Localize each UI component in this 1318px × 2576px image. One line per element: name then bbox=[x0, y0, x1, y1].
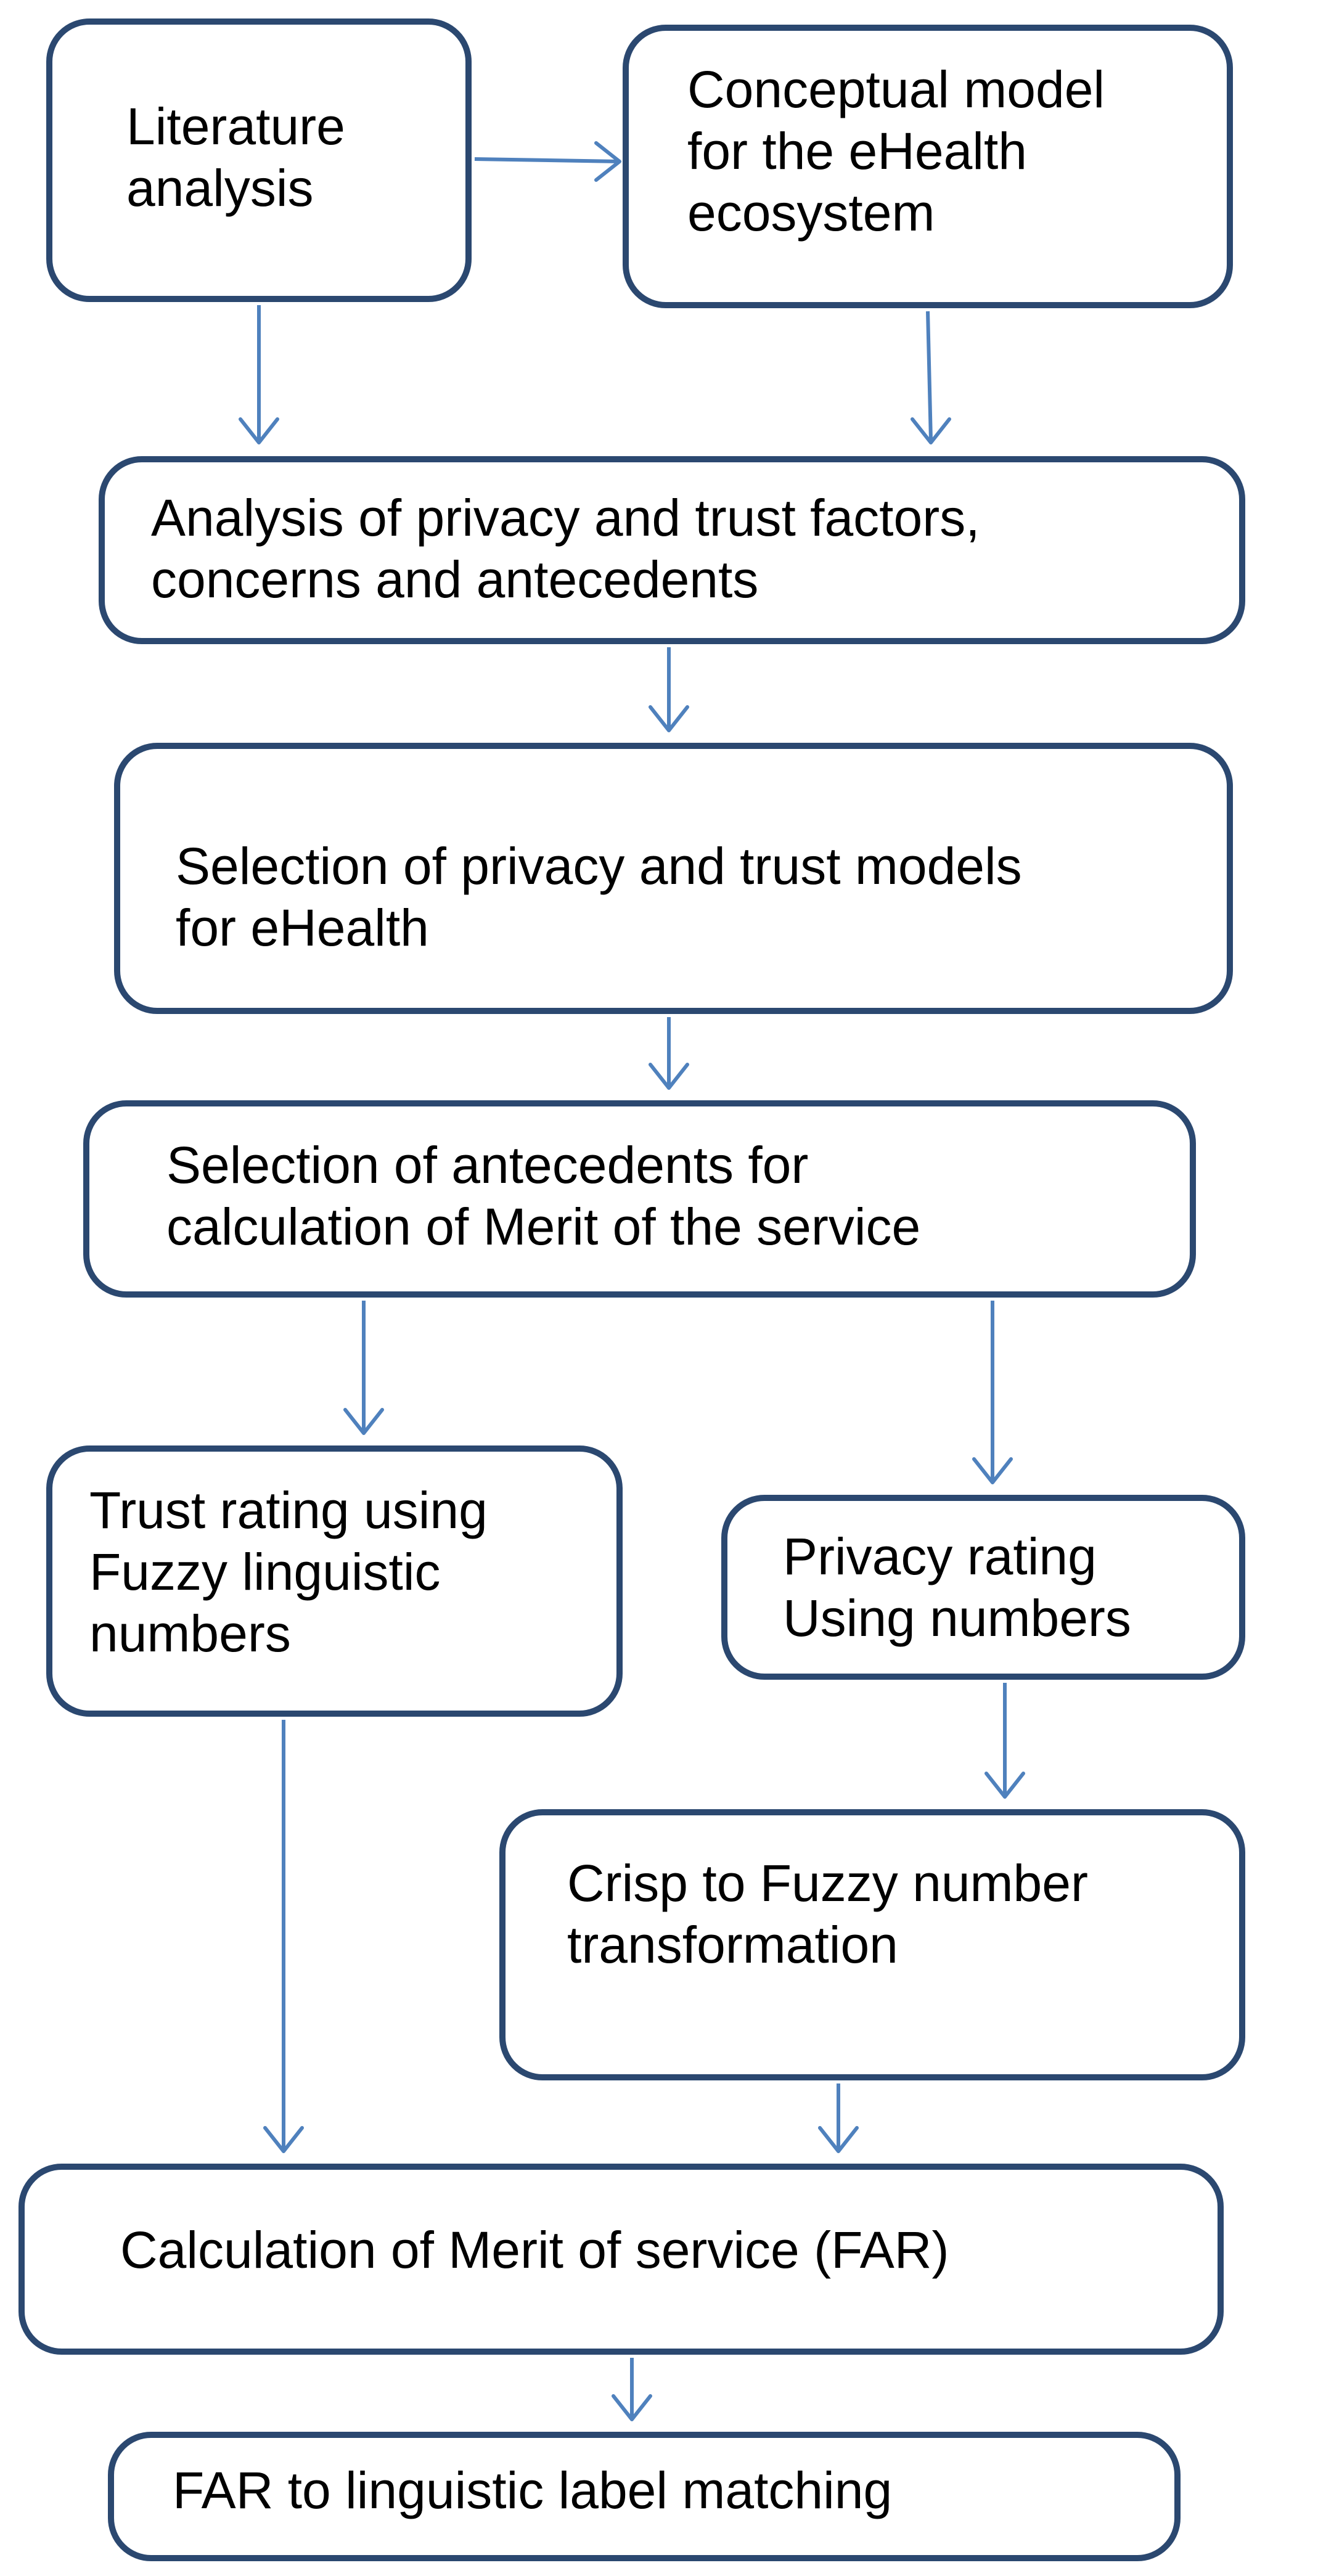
node-trust-rating: Trust rating using Fuzzy linguistic numb… bbox=[46, 1445, 623, 1717]
node-literature-analysis: Literature analysis bbox=[46, 18, 472, 302]
node-far-label-matching: FAR to linguistic label matching bbox=[108, 2432, 1181, 2561]
arrow-analysis-to-selection_models bbox=[649, 647, 689, 732]
node-merit-calculation: Calculation of Merit of service (FAR) bbox=[18, 2164, 1224, 2355]
arrow-selection_antecedents-to-privacy_rating bbox=[972, 1301, 1013, 1484]
node-privacy-trust-analysis: Analysis of privacy and trust factors, c… bbox=[99, 456, 1245, 644]
arrow-line bbox=[474, 157, 620, 163]
node-far-label-matching-label: FAR to linguistic label matching bbox=[173, 2461, 893, 2519]
node-conceptual-model: Conceptual model for the eHealth ecosyst… bbox=[623, 25, 1233, 308]
arrowhead-icon bbox=[612, 2394, 652, 2421]
node-privacy-trust-analysis-label: Analysis of privacy and trust factors, c… bbox=[151, 489, 980, 608]
node-privacy-rating-label: Privacy rating Using numbers bbox=[783, 1527, 1131, 1647]
node-conceptual-model-label: Conceptual model for the eHealth ecosyst… bbox=[687, 60, 1105, 242]
node-antecedent-selection: Selection of antecedents for calculation… bbox=[83, 1100, 1196, 1298]
arrow-privacy_rating-to-crisp_fuzzy bbox=[984, 1683, 1025, 1799]
arrowhead-icon bbox=[239, 417, 279, 444]
arrow-conceptual-to-analysis bbox=[911, 311, 951, 444]
node-merit-calculation-label: Calculation of Merit of service (FAR) bbox=[120, 2221, 949, 2279]
arrow-selection_antecedents-to-trust_rating bbox=[343, 1301, 384, 1435]
node-model-selection-label: Selection of privacy and trust models fo… bbox=[176, 837, 1022, 957]
arrow-merit-to-far_label bbox=[612, 2358, 652, 2421]
arrowhead-icon bbox=[972, 1457, 1013, 1484]
arrow-selection_models-to-selection_antecedents bbox=[649, 1017, 689, 1090]
node-crisp-fuzzy-transformation-label: Crisp to Fuzzy number transformation bbox=[567, 1854, 1088, 1974]
arrow-crisp_fuzzy-to-merit bbox=[818, 2083, 859, 2153]
arrow-line bbox=[926, 311, 933, 441]
arrowhead-icon bbox=[649, 1063, 689, 1090]
node-antecedent-selection-label: Selection of antecedents for calculation… bbox=[166, 1136, 921, 1256]
arrowhead-icon bbox=[911, 417, 951, 444]
arrow-literature-to-conceptual bbox=[474, 141, 621, 182]
arrowhead-icon bbox=[263, 2126, 304, 2153]
node-model-selection: Selection of privacy and trust models fo… bbox=[114, 743, 1233, 1014]
arrow-trust_rating-to-merit bbox=[263, 1720, 304, 2153]
arrowhead-icon bbox=[649, 705, 689, 732]
arrowhead-icon bbox=[343, 1408, 384, 1435]
node-literature-analysis-label: Literature analysis bbox=[126, 97, 345, 217]
node-crisp-fuzzy-transformation: Crisp to Fuzzy number transformation bbox=[499, 1809, 1245, 2080]
arrowhead-icon bbox=[984, 1772, 1025, 1799]
arrowhead-icon bbox=[818, 2126, 859, 2153]
node-trust-rating-label: Trust rating using Fuzzy linguistic numb… bbox=[89, 1481, 488, 1662]
arrowhead-icon bbox=[594, 141, 621, 182]
node-privacy-rating: Privacy rating Using numbers bbox=[721, 1495, 1245, 1680]
arrow-literature-to-analysis bbox=[239, 305, 279, 444]
